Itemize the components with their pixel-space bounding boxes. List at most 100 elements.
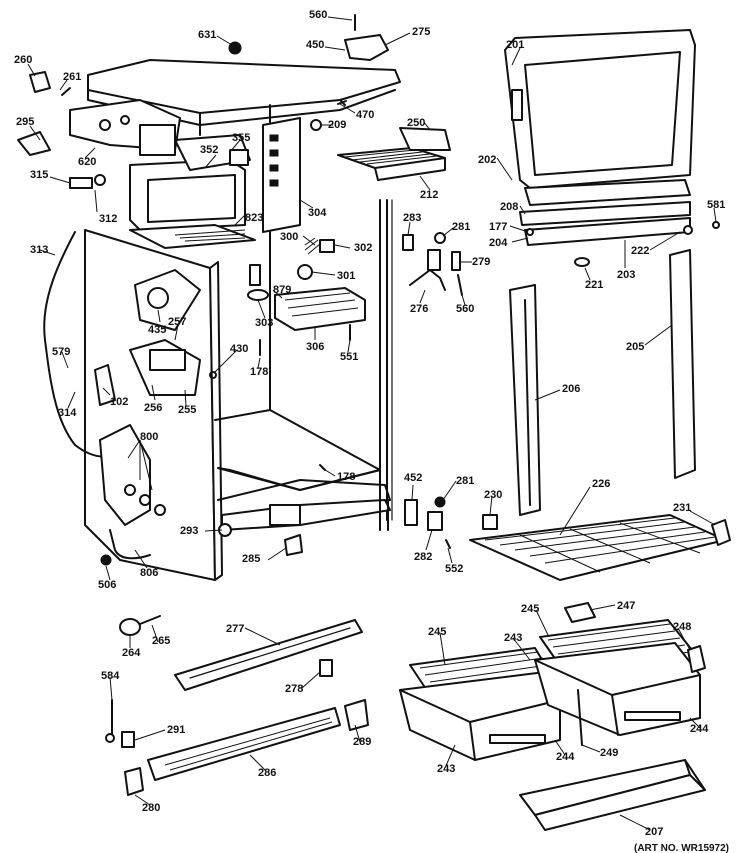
callout-352: 352 — [200, 144, 218, 156]
callout-281b: 281 — [456, 475, 474, 487]
callout-275: 275 — [412, 26, 430, 38]
callout-261: 261 — [63, 71, 81, 83]
callout-631: 631 — [198, 29, 216, 41]
crisper-drawer-left — [399, 647, 561, 761]
callout-620: 620 — [78, 156, 96, 168]
callout-281a: 281 — [452, 221, 470, 233]
door-breaker-strips — [509, 249, 696, 516]
callout-244b: 244 — [556, 751, 575, 763]
control-box — [69, 99, 181, 156]
callout-201: 201 — [506, 39, 524, 51]
callout-303: 303 — [255, 317, 273, 329]
callout-102: 102 — [110, 396, 128, 408]
callout-245b: 245 — [428, 626, 446, 638]
callout-551: 551 — [340, 351, 358, 363]
callout-260: 260 — [14, 54, 32, 66]
callout-255: 255 — [178, 404, 196, 416]
callout-249: 249 — [600, 747, 618, 759]
callout-806: 806 — [140, 567, 158, 579]
callout-295: 295 — [16, 116, 34, 128]
callout-230: 230 — [484, 489, 502, 501]
callout-800: 800 — [140, 431, 158, 443]
callout-243a: 243 — [504, 632, 522, 644]
callout-212: 212 — [420, 189, 438, 201]
callout-302: 302 — [354, 242, 372, 254]
callout-879: 879 — [273, 284, 291, 296]
callout-291: 291 — [167, 724, 185, 736]
wire-shelf — [469, 514, 731, 581]
callout-560: 560 — [309, 9, 327, 21]
interior-light-parts — [247, 237, 366, 471]
art-number: (ART NO. WR15972) — [634, 843, 729, 853]
door-trim-strips — [519, 179, 720, 267]
callout-304: 304 — [308, 207, 327, 219]
callout-279: 279 — [472, 256, 490, 268]
callout-450: 450 — [306, 39, 324, 51]
callout-208: 208 — [500, 201, 518, 213]
callout-823: 823 — [245, 212, 263, 224]
callout-221: 221 — [585, 279, 603, 291]
drain-tube — [43, 231, 111, 458]
callout-306: 306 — [306, 341, 324, 353]
callout-204: 204 — [489, 237, 508, 249]
callout-243b: 243 — [437, 763, 455, 775]
freezer-door-frame — [504, 29, 696, 189]
callout-203: 203 — [617, 269, 635, 281]
callout-265: 265 — [152, 635, 170, 647]
callout-276: 276 — [410, 303, 428, 315]
callout-293: 293 — [180, 525, 198, 537]
callout-579: 579 — [52, 346, 70, 358]
callout-178a: 178 — [250, 366, 268, 378]
callout-177: 177 — [489, 221, 507, 233]
callout-285: 285 — [242, 553, 260, 565]
callout-250: 250 — [407, 117, 425, 129]
callout-207: 207 — [645, 826, 663, 838]
callout-209: 209 — [328, 119, 346, 131]
callout-280: 280 — [142, 802, 160, 814]
callout-552: 552 — [445, 563, 463, 575]
callout-222: 222 — [631, 245, 649, 257]
callout-231: 231 — [673, 502, 691, 514]
callout-312: 312 — [99, 213, 117, 225]
freezer-shelf — [337, 127, 451, 181]
thermostat-knob — [17, 71, 106, 189]
crisper-front-rail — [124, 699, 369, 796]
callout-264: 264 — [122, 647, 141, 659]
callout-206: 206 — [562, 383, 580, 395]
callout-313: 313 — [30, 244, 48, 256]
callout-506: 506 — [98, 579, 116, 591]
callout-277: 277 — [226, 623, 244, 635]
callout-labels: 560 275 631 450 201 260 261 470 295 250 … — [14, 9, 725, 838]
callout-247: 247 — [617, 600, 635, 612]
dairy-shelf — [519, 759, 706, 831]
callout-202: 202 — [478, 154, 496, 166]
callout-245a: 245 — [521, 603, 539, 615]
callout-470: 470 — [356, 109, 374, 121]
side-panel-components — [94, 269, 232, 566]
callout-205: 205 — [626, 341, 644, 353]
hinge-hardware — [228, 14, 463, 556]
callout-248: 248 — [673, 621, 691, 633]
callout-289: 289 — [353, 736, 371, 748]
callout-300: 300 — [280, 231, 298, 243]
evaporator-fins — [262, 117, 301, 233]
callout-178b: 178 — [337, 471, 355, 483]
callout-244a: 244 — [690, 723, 709, 735]
crisper-drawer-right — [534, 602, 706, 746]
cabinet-top-panel — [87, 59, 401, 136]
callout-301: 301 — [337, 270, 355, 282]
callout-581: 581 — [707, 199, 725, 211]
callout-257: 257 — [168, 316, 186, 328]
callout-430: 430 — [230, 343, 248, 355]
callout-315: 315 — [30, 169, 48, 181]
callout-226: 226 — [592, 478, 610, 490]
callout-452: 452 — [404, 472, 422, 484]
crisper-cover-support — [105, 615, 363, 748]
callout-435: 435 — [148, 324, 166, 336]
callout-560b: 560 — [456, 303, 474, 315]
callout-282: 282 — [414, 551, 432, 563]
callout-283: 283 — [403, 212, 421, 224]
callout-355: 355 — [232, 132, 250, 144]
freezer-tray-assembly — [129, 134, 256, 249]
callout-256: 256 — [144, 402, 162, 414]
